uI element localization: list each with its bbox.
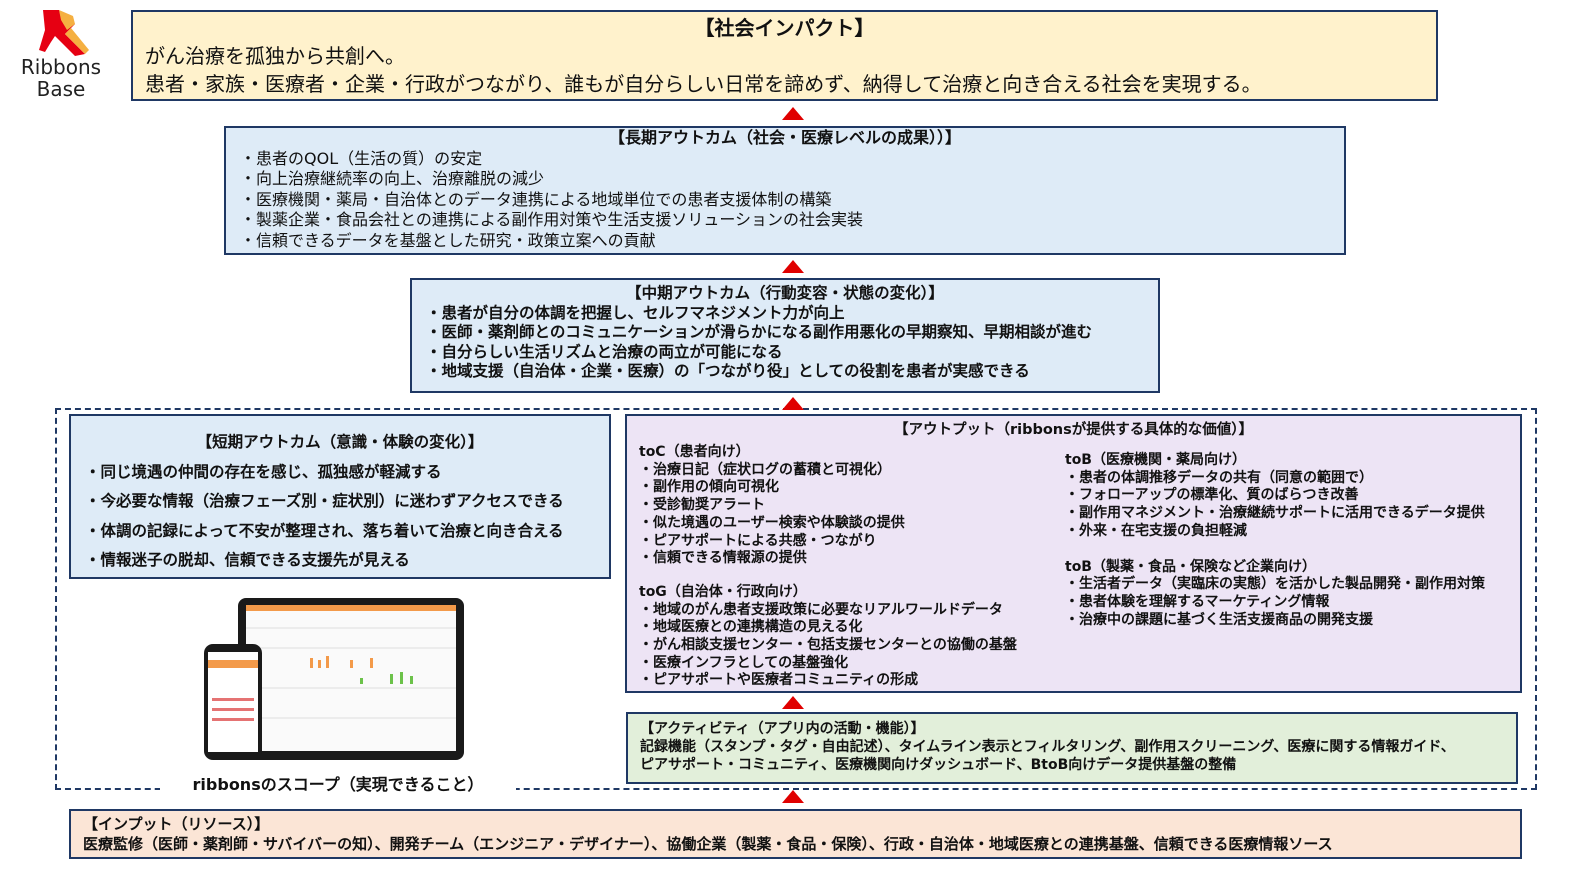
short-term-item: ・情報迷子の脱却、信頼できる支援先が見える — [85, 551, 410, 569]
output-item: ・副作用の傾向可視化 — [639, 479, 779, 496]
output-item: ・副作用マネジメント・治療継続サポートに活用できるデータ提供 — [1065, 505, 1485, 522]
long-term-item: ・信頼できるデータを基盤とした研究・政策立案への貢献 — [240, 230, 656, 250]
mid-term-item: ・医師・薬剤師とのコミュニケーションが滑らかになる副作用悪化の早期察知、早期相談… — [426, 323, 1093, 341]
output-item: ・地域のがん患者支援政策に必要なリアルワールドデータ — [639, 601, 1003, 618]
arrow-up-icon — [782, 260, 804, 273]
output-item: ・治療日記（症状ログの蓄積と可視化） — [639, 461, 891, 478]
output-group-toG: toG（自治体・行政向け） ・地域のがん患者支援政策に必要なリアルワールドデータ… — [639, 584, 1017, 690]
ribbon-logo-icon — [39, 10, 89, 56]
long-term-title: 【長期アウトカム（社会・医療レベルの成果））】 — [608, 128, 961, 147]
short-term-item: ・今必要な情報（治療フェーズ別・症状別）に迷わずアクセスできる — [85, 492, 564, 510]
arrow-up-icon — [782, 397, 804, 410]
output-title: 【アウトプット（ribbonsが提供する具体的な価値）】 — [893, 422, 1254, 438]
output-group-toC: toC（患者向け） ・治療日記（症状ログの蓄積と可視化） ・副作用の傾向可視化 … — [639, 444, 1017, 568]
output-group-toB-enterprise: toB（製薬・食品・保険など企業向け） ・生活者データ（実臨床の実態）を活かした… — [1065, 559, 1485, 630]
mid-term-item: ・患者が自分の体調を把握し、セルフマネジメント力が向上 — [426, 303, 845, 322]
arrow-up-icon — [782, 790, 804, 803]
output-item: ・フォローアップの標準化、質のばらつき改善 — [1065, 487, 1359, 504]
social-impact-box: 【社会インパクト】 がん治療を孤独から共創へ。 患者・家族・医療者・企業・行政が… — [131, 10, 1438, 101]
output-item: ・医療インフラとしての基盤強化 — [639, 654, 849, 671]
activity-title: 【アクティビティ（アプリ内の活動・機能）】 — [640, 721, 925, 737]
output-item: ・がん相談支援センター・包括支援センターとの協働の基盤 — [639, 637, 1017, 654]
output-item: ・患者の体調推移データの共有（同意の範囲で） — [1065, 469, 1373, 486]
short-term-title: 【短期アウトカム（意識・体験の変化）】 — [196, 433, 484, 451]
long-term-item: ・製薬企業・食品会社との連携による副作用対策や生活支援ソリューションの社会実装 — [240, 210, 864, 229]
input-title: 【インプット（リソース）】 — [83, 815, 270, 833]
impact-line: 患者・家族・医療者・企業・行政がつながり、誰もが自分らしい日常を諦めず、納得して… — [145, 72, 1262, 96]
output-item: ・似た境遇のユーザー検索や体験談の提供 — [639, 514, 905, 531]
arrow-up-icon — [782, 696, 804, 709]
input-line: 医療監修（医師・薬剤師・サバイバーの知）、開発チーム（エンジニア・デザイナー）、… — [83, 835, 1333, 853]
mid-term-item: ・自分らしい生活リズムと治療の両立が可能になる — [426, 342, 783, 361]
output-item: ・外来・在宅支援の負担軽減 — [1065, 522, 1247, 539]
long-term-item: ・患者のQOL（生活の質）の安定 — [240, 148, 483, 168]
long-term-item: ・向上治療継続率の向上、治療離脱の減少 — [240, 169, 545, 188]
output-item: ・治療中の課題に基づく生活支援商品の開発支援 — [1065, 611, 1373, 628]
app-device-mockup — [200, 598, 464, 763]
impact-title: 【社会インパクト】 — [694, 16, 875, 40]
activity-line: 記録機能（スタンプ・タグ・自由記述）、タイムライン表示とフィルタリング、副作用ス… — [640, 739, 1455, 755]
output-item: ・ピアサポートによる共感・つながり — [639, 532, 877, 549]
long-term-outcome-box: 【長期アウトカム（社会・医療レベルの成果））】 ・患者のQOL（生活の質）の安定… — [224, 126, 1346, 255]
output-item: ・ピアサポートや医療者コミュニティの形成 — [639, 672, 919, 689]
output-group-toB-medical: toB（医療機関・薬局向け） ・患者の体調推移データの共有（同意の範囲で） ・フ… — [1065, 452, 1485, 541]
output-box: 【アウトプット（ribbonsが提供する具体的な価値）】 toC（患者向け） ・… — [625, 414, 1522, 693]
activity-line: ピアサポート・コミュニティ、医療機関向けダッシュボード、BtoB向けデータ提供基… — [640, 757, 1237, 773]
group-heading: toC（患者向け） — [639, 444, 750, 460]
output-item: ・信頼できる情報源の提供 — [639, 550, 807, 567]
short-term-outcome-box: 【短期アウトカム（意識・体験の変化）】 ・同じ境遇の仲間の存在を感じ、孤独感が軽… — [69, 414, 611, 579]
output-item: ・地域医療との連携構造の見える化 — [639, 619, 863, 636]
group-heading: toB（医療機関・薬局向け） — [1065, 452, 1246, 468]
short-term-item: ・体調の記録によって不安が整理され、落ち着いて治療と向き合える — [85, 521, 564, 540]
mid-term-item: ・地域支援（自治体・企業・医療）の「つながり役」としての役割を患者が実感できる — [426, 362, 1030, 380]
output-item: ・受診勧奨アラート — [639, 497, 765, 514]
long-term-item: ・医療機関・薬局・自治体とのデータ連携による地域単位での患者支援体制の構築 — [240, 189, 832, 209]
scope-label: ribbonsのスコープ（実現できること） — [160, 774, 516, 796]
output-item: ・生活者データ（実臨床の実態）を活かした製品開発・副作用対策 — [1065, 576, 1485, 593]
output-item: ・患者体験を理解するマーケティング情報 — [1065, 593, 1330, 610]
activity-box: 【アクティビティ（アプリ内の活動・機能）】 記録機能（スタンプ・タグ・自由記述）… — [626, 712, 1518, 784]
mid-term-outcome-box: 【中期アウトカム（行動変容・状態の変化）】 ・患者が自分の体調を把握し、セルフマ… — [410, 278, 1160, 393]
arrow-up-icon — [782, 107, 804, 120]
impact-line: がん治療を孤独から共創へ。 — [145, 44, 405, 68]
group-heading: toB（製薬・食品・保険など企業向け） — [1065, 558, 1316, 575]
short-term-item: ・同じ境遇の仲間の存在を感じ、孤独感が軽減する — [85, 462, 442, 481]
group-heading: toG（自治体・行政向け） — [639, 583, 807, 600]
mid-term-title: 【中期アウトカム（行動変容・状態の変化）】 — [626, 284, 944, 302]
input-box: 【インプット（リソース）】 医療監修（医師・薬剤師・サバイバーの知）、開発チーム… — [69, 809, 1522, 859]
